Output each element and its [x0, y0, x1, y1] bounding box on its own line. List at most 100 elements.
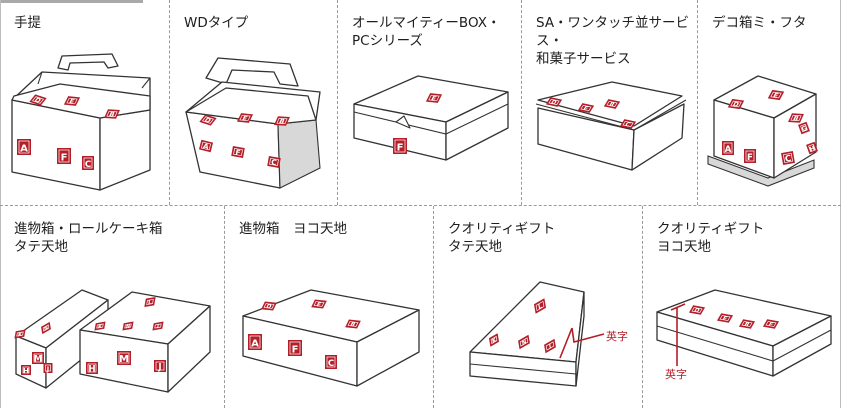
eiji-annotation: 英字	[606, 330, 628, 343]
svg-text:K: K	[492, 336, 497, 346]
label-tag-D: D	[29, 94, 47, 106]
label-tag-E: E	[63, 96, 81, 106]
label-tag-N: N	[518, 334, 530, 350]
svg-text:B: B	[743, 321, 751, 328]
label-tag-B: B	[738, 319, 756, 329]
label-tag-J: J	[43, 363, 53, 373]
label-group-tebage: D E B A F C	[17, 94, 120, 170]
divider	[521, 0, 522, 205]
label-tag-M: M	[117, 351, 131, 365]
label-group-allmighty: EF	[393, 93, 443, 154]
svg-text:C: C	[624, 121, 632, 128]
svg-text:B: B	[349, 321, 357, 328]
svg-text:D: D	[203, 116, 214, 124]
label-tag-B: B	[104, 109, 120, 119]
label-tag-C: C	[267, 156, 281, 168]
top-tab-strip	[0, 0, 143, 3]
label-tag-H: H	[806, 141, 818, 155]
label-tag-E: E	[716, 313, 734, 323]
divider	[337, 0, 338, 205]
svg-text:C: C	[85, 160, 91, 170]
svg-text:D: D	[265, 303, 273, 310]
label-tag-E: E	[236, 113, 254, 123]
label-tag-A: A	[248, 334, 262, 350]
divider	[642, 206, 643, 408]
label-tag-F: F	[231, 146, 245, 158]
panel-shinmotsu-yoko: 進物箱 ヨコ天地 D E B A F C	[225, 206, 433, 408]
label-tag-B: B	[274, 116, 290, 126]
label-tag-I: I	[544, 338, 556, 354]
svg-text:F: F	[61, 152, 68, 163]
label-tag-F: F	[762, 319, 780, 329]
svg-text:H: H	[23, 366, 29, 375]
shinmotsu-yoko-illustration: D E B A F C	[242, 289, 420, 387]
label-tag-F: F	[288, 340, 302, 356]
svg-text:D: D	[692, 307, 700, 314]
svg-text:M: M	[119, 354, 129, 365]
svg-text:E: E	[315, 301, 322, 308]
svg-text:F: F	[747, 153, 753, 163]
label-tag-F: F	[393, 138, 407, 154]
label-tag-K: K	[94, 321, 106, 331]
label-tag-K: K	[488, 333, 500, 347]
panel-title: 進物箱 ヨコ天地	[239, 221, 347, 237]
svg-text:E: E	[721, 315, 728, 322]
panel-title: WDタイプ	[184, 15, 249, 31]
svg-text:I: I	[156, 324, 159, 330]
label-tag-K: K	[14, 329, 26, 339]
label-group-shinmotsu-yoko: D E B A F C	[248, 299, 361, 369]
quality-yoko-illustration: D E B F	[656, 289, 832, 377]
label-tag-L: L	[533, 298, 547, 314]
svg-text:F: F	[767, 321, 774, 328]
label-tag-D: D	[261, 301, 277, 311]
svg-text:C: C	[784, 154, 792, 165]
label-tag-B: B	[788, 113, 804, 123]
label-tag-F: F	[57, 148, 71, 164]
svg-text:F: F	[235, 147, 241, 157]
label-tag-J: J	[154, 360, 166, 372]
eiji-annotation: 英字	[665, 368, 687, 381]
label-tag-N: N	[41, 321, 51, 335]
label-tag-C: C	[781, 151, 795, 165]
wd-box-illustration: D E B A F C	[185, 57, 321, 189]
carry-box-illustration: D E B A F C	[11, 53, 151, 191]
panel-wd: WDタイプ D E B A F C	[170, 0, 337, 205]
panel-title: オールマイティーBOX・ PCシリーズ	[352, 15, 501, 49]
svg-text:L: L	[147, 299, 152, 307]
label-tag-C: C	[82, 156, 94, 170]
label-tag-B: B	[603, 99, 621, 109]
svg-text:F: F	[397, 142, 404, 153]
svg-text:G: G	[800, 124, 808, 133]
label-tag-E: E	[767, 89, 785, 101]
label-tag-A: A	[722, 141, 734, 155]
panel-title: 進物箱・ロールケーキ箱 タテ天地	[14, 221, 163, 255]
label-group-quality-yoko: D E B F	[688, 305, 780, 329]
label-tag-H: H	[86, 362, 98, 374]
svg-text:C: C	[271, 157, 278, 167]
label-tag-C: C	[325, 355, 337, 369]
svg-text:D: D	[549, 99, 558, 106]
svg-text:N: N	[125, 324, 130, 331]
label-tag-I: I	[152, 321, 164, 331]
divider	[169, 0, 170, 205]
svg-text:E: E	[241, 115, 249, 123]
label-tag-A: A	[17, 139, 31, 155]
label-tag-C: C	[619, 119, 637, 129]
label-tag-E: E	[425, 93, 443, 103]
label-tag-B: B	[345, 319, 361, 329]
svg-text:F: F	[292, 344, 299, 355]
svg-text:A: A	[202, 141, 210, 151]
svg-text:D: D	[33, 96, 44, 104]
svg-text:B: B	[108, 111, 116, 119]
